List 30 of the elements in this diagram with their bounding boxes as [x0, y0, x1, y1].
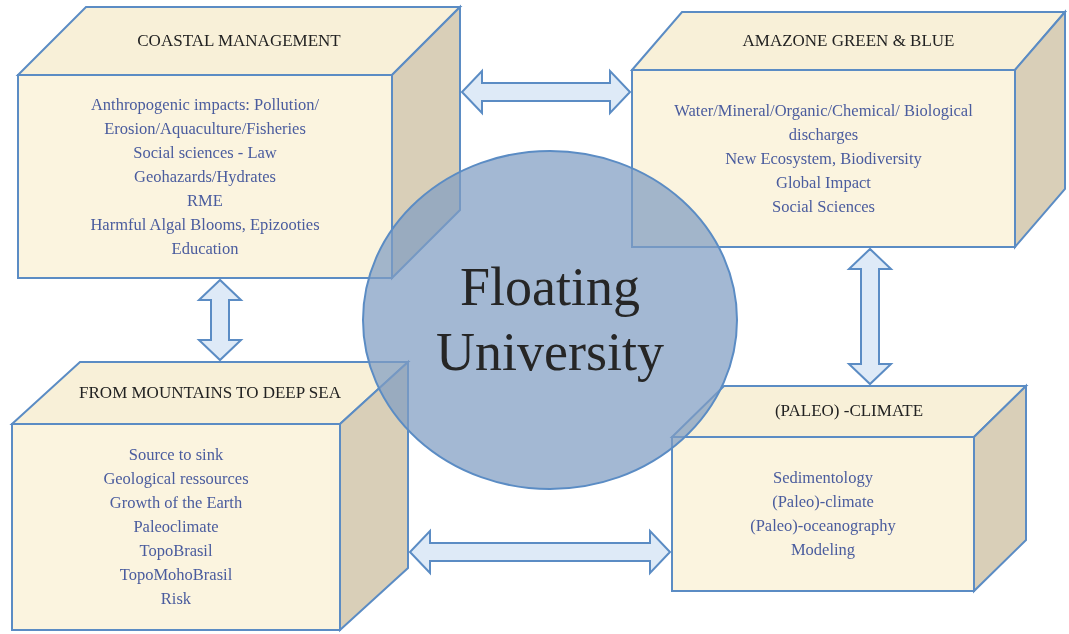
topic-text: Harmful Algal Blooms, Epizooties [90, 213, 320, 236]
double-arrow [408, 528, 672, 576]
topic-text: Growth of the Earth [109, 492, 243, 514]
topic-text: New Ecosystem, Biodiversity [725, 147, 922, 170]
center-title: Floating University [435, 256, 665, 384]
topic-text: (Paleo)-climate [772, 491, 874, 513]
topic-text: (Paleo)-oceanography [750, 515, 896, 537]
box-heading: COASTAL MANAGEMENT [137, 30, 341, 52]
box-heading: FROM MOUNTAINS TO DEEP SEA [79, 382, 341, 404]
box-heading: AMAZONE GREEN & BLUE [742, 30, 955, 52]
topic-text: RME [187, 189, 223, 212]
topic-text: Risk [160, 588, 192, 610]
double-arrow [846, 247, 894, 386]
topic-text: Education [171, 237, 239, 260]
topic-text: Water/Mineral/Organic/Chemical/ Biological discharges [673, 99, 974, 146]
double-arrow [460, 68, 632, 116]
topic-text: Geological ressources [103, 468, 249, 490]
topic-text: Global Impact [776, 171, 871, 194]
topic-text: Geohazards/Hydrates [134, 165, 276, 188]
topic-text: Modeling [790, 539, 856, 561]
topic-text: TopoMohoBrasil [119, 564, 233, 586]
topic-text: Source to sink [128, 444, 224, 466]
topic-text: Anthropogenic impacts: Pollution/ Erosion/Aquaculture/Fisheries [89, 93, 321, 140]
topic-text: Sedimentology [773, 467, 873, 489]
topic-text: Social sciences - Law [133, 141, 277, 164]
topic-text: TopoBrasil [139, 540, 213, 562]
double-arrow [196, 278, 244, 362]
box-heading: (PALEO) -CLIMATE [774, 401, 924, 422]
topic-text: Social Sciences [771, 195, 876, 218]
topic-text: Paleoclimate [133, 516, 219, 538]
